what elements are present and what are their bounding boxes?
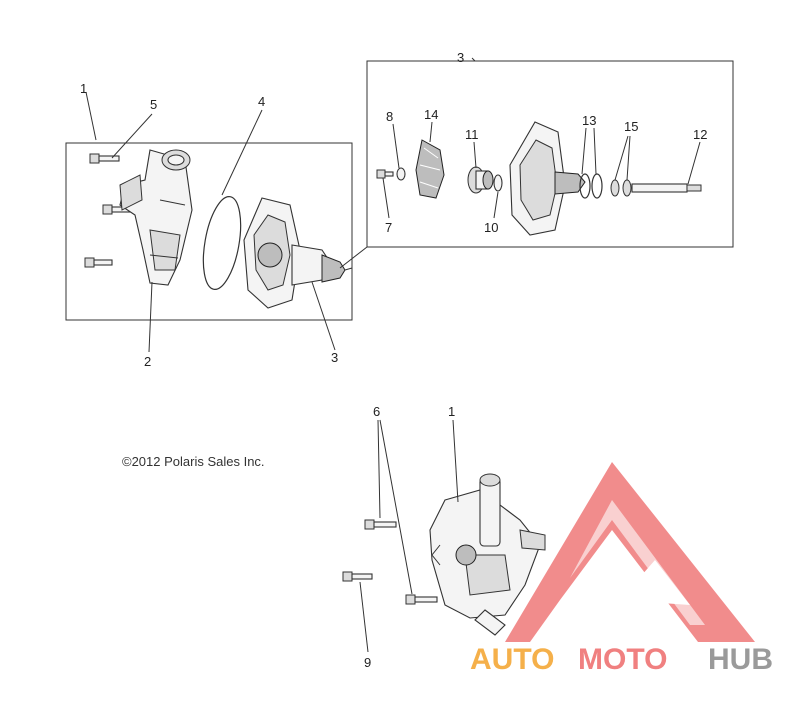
callout-7: 7 [385,220,392,235]
o-ring-13-b [591,173,603,199]
leader-15 [614,135,631,181]
callout-9: 9 [364,655,371,670]
bolt-6-b [405,594,438,605]
bolt-9 [342,571,373,582]
washer-10 [493,174,503,192]
leader-4 [221,109,263,196]
leader-5 [111,113,153,159]
callout-3-bottom: 3 [331,350,338,365]
watermark-auto: AUTO [470,643,554,676]
callout-10: 10 [484,220,498,235]
washer-15-b [622,179,632,197]
callout-14: 14 [424,107,438,122]
callout-1-top: 1 [80,81,87,96]
leader-3-top [471,57,476,62]
callout-15: 15 [624,119,638,134]
callout-5: 5 [150,97,157,112]
pump-cover-exploded [509,121,586,236]
assembly-box-right [366,60,734,248]
callout-6: 6 [373,404,380,419]
bolt-5-a [89,153,120,164]
leader-14 [429,121,433,143]
bolt-6-a [364,519,397,530]
callout-8: 8 [386,109,393,124]
leader-3-bottom [311,281,336,351]
o-ring-4 [202,196,242,290]
callout-12: 12 [693,127,707,142]
callout-3-top: 3 [457,50,464,65]
leader-13 [581,127,597,175]
callout-4: 4 [258,94,265,109]
callout-11: 11 [465,127,479,142]
leader-9 [359,581,369,653]
leader-3-link [339,246,368,269]
bolt-5-c [84,257,113,268]
bolt-7 [376,169,394,179]
leader-2 [148,281,153,353]
pump-housing-2 [119,149,193,286]
o-ring-13-a [579,173,591,199]
washer-8 [396,167,406,181]
leader-8 [392,123,400,169]
leader-1-bottom [452,419,459,503]
leader-7 [382,177,390,219]
leader-10 [493,191,499,219]
impeller-14 [415,139,445,199]
callout-13: 13 [582,113,596,128]
callout-1-bottom: 1 [448,404,455,419]
pump-cover-assembly-3 [243,197,353,309]
seal-11 [467,166,494,194]
watermark-moto: MOTO [578,643,667,676]
callout-2: 2 [144,354,151,369]
assembly-box-left [65,142,353,321]
leader-12 [687,141,701,185]
shaft-12 [631,183,702,193]
washer-15-a [610,179,620,197]
leader-6 [377,419,413,595]
copyright-text: ©2012 Polaris Sales Inc. [122,454,265,469]
watermark-text: AUTO MOTO HUB [470,643,773,676]
watermark-logo-icon [505,462,755,642]
leader-11 [473,141,477,169]
pump-assembly-1 [429,473,546,636]
watermark-hub: HUB [708,643,773,676]
leader-1-top [85,91,97,141]
